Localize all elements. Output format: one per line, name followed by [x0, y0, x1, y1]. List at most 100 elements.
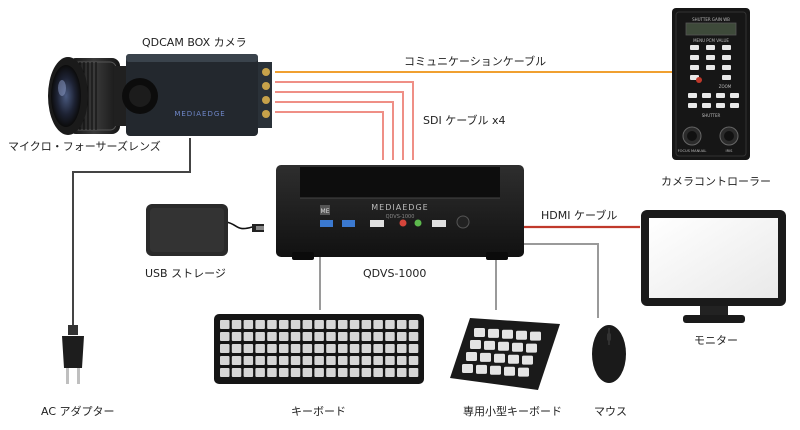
monitor-label: モニター — [694, 334, 738, 347]
keypad-key — [488, 328, 499, 338]
keyboard-key — [385, 368, 395, 377]
keyboard-key — [290, 344, 301, 353]
qdvs-model-text: QDVS-1000 — [386, 214, 415, 220]
keyboard-key — [255, 344, 265, 353]
keyboard-key — [220, 344, 230, 353]
keyboard-key — [220, 332, 230, 341]
keyboard-key — [361, 356, 372, 365]
sdi-cable-4 — [275, 111, 384, 160]
keyboard-key — [302, 356, 313, 365]
keyboard-key — [243, 320, 254, 329]
keyboard-key — [361, 344, 372, 353]
keyboard-key — [397, 332, 407, 341]
controller-focus-text: FOCUS MANUAL — [678, 149, 707, 153]
keyboard-key — [279, 368, 289, 377]
keyboard-key — [373, 344, 383, 353]
keyboard-key — [255, 332, 265, 341]
controller-iris-text: IRIS — [726, 149, 734, 153]
keyboard-key — [373, 332, 383, 341]
keyboard-key — [243, 356, 254, 365]
controller-zoom-text: ZOOM — [719, 84, 732, 89]
keyboard-key — [349, 368, 360, 377]
keyboard-key — [231, 368, 242, 377]
keypad-key — [516, 330, 527, 340]
mini-keyboard-label: 専用小型キーボード — [463, 405, 562, 418]
controller-row1-text: SHUTTER GAIN WB — [692, 17, 730, 22]
mouse-cable — [522, 243, 599, 318]
keyboard-key — [220, 356, 230, 365]
keyboard-key — [302, 344, 313, 353]
keyboard-key — [385, 344, 395, 353]
keyboard-key — [408, 344, 419, 353]
keypad-key — [522, 355, 533, 365]
keyboard-key — [255, 320, 265, 329]
keyboard-key — [255, 368, 265, 377]
mouse-icon — [592, 325, 626, 383]
keyboard-key — [290, 332, 301, 341]
keypad-key — [476, 364, 487, 374]
power-plug-icon — [62, 325, 84, 384]
mouse-label: マウス — [594, 405, 627, 418]
keyboard-key — [361, 320, 372, 329]
keyboard-key — [338, 356, 348, 365]
keyboard-key — [290, 368, 301, 377]
usb-cable — [225, 221, 253, 230]
keyboard-key — [408, 368, 419, 377]
keyboard-key — [267, 368, 277, 377]
power-cable — [72, 138, 191, 325]
keyboard-key — [326, 344, 336, 353]
keyboard-key — [314, 332, 324, 341]
keyboard-label: キーボード — [291, 405, 346, 418]
keyboard-key — [408, 332, 419, 341]
keyboard-key — [326, 356, 336, 365]
keyboard-keys — [220, 320, 419, 377]
keypad-key — [530, 331, 541, 341]
keyboard-key — [279, 344, 289, 353]
keyboard-key — [385, 320, 395, 329]
keyboard-key — [397, 320, 407, 329]
keyboard-key — [231, 320, 242, 329]
keyboard-key — [255, 356, 265, 365]
keyboard-key — [326, 368, 336, 377]
keyboard-key — [326, 332, 336, 341]
sdi-cable-1 — [275, 81, 414, 160]
ac-adapter-label: AC アダプター — [41, 405, 115, 418]
qdvs-label: QDVS-1000 — [363, 267, 427, 280]
keyboard-key — [267, 356, 277, 365]
hard-drive-icon — [146, 204, 264, 256]
keypad-key — [474, 328, 485, 337]
keyboard-icon — [214, 314, 424, 384]
keyboard-key — [397, 356, 407, 365]
keypad-key — [518, 367, 529, 377]
keyboard-key — [231, 332, 242, 341]
keypad-key — [512, 342, 523, 352]
keyboard-key — [314, 368, 324, 377]
comm-cable-label: コミュニケーションケーブル — [404, 55, 547, 68]
keyboard-key — [361, 332, 372, 341]
sdi-cable-2 — [275, 91, 404, 160]
keyboard-key — [243, 344, 254, 353]
keyboard-key — [267, 344, 277, 353]
keypad-key — [490, 365, 501, 375]
keyboard-key — [267, 320, 277, 329]
capture-unit-icon: ME MEDIAEDGE QDVS-1000 — [276, 165, 524, 260]
keyboard-key — [243, 368, 254, 377]
keypad-key — [526, 343, 537, 353]
keyboard-key — [397, 368, 407, 377]
keyboard-key — [338, 320, 348, 329]
keyboard-key — [349, 320, 360, 329]
controller-shutter-text: SHUTTER — [702, 113, 721, 118]
keyboard-key — [302, 368, 313, 377]
keyboard-key — [361, 368, 372, 377]
keyboard-key — [408, 320, 419, 329]
keyboard-key — [314, 320, 324, 329]
keypad-key — [508, 354, 519, 364]
keypad-key — [462, 364, 473, 373]
camera-brand-text: MEDIAEDGE — [174, 110, 225, 118]
keyboard-key — [385, 356, 395, 365]
keyboard-key — [349, 356, 360, 365]
keyboard-key — [290, 320, 301, 329]
keyboard-key — [373, 368, 383, 377]
